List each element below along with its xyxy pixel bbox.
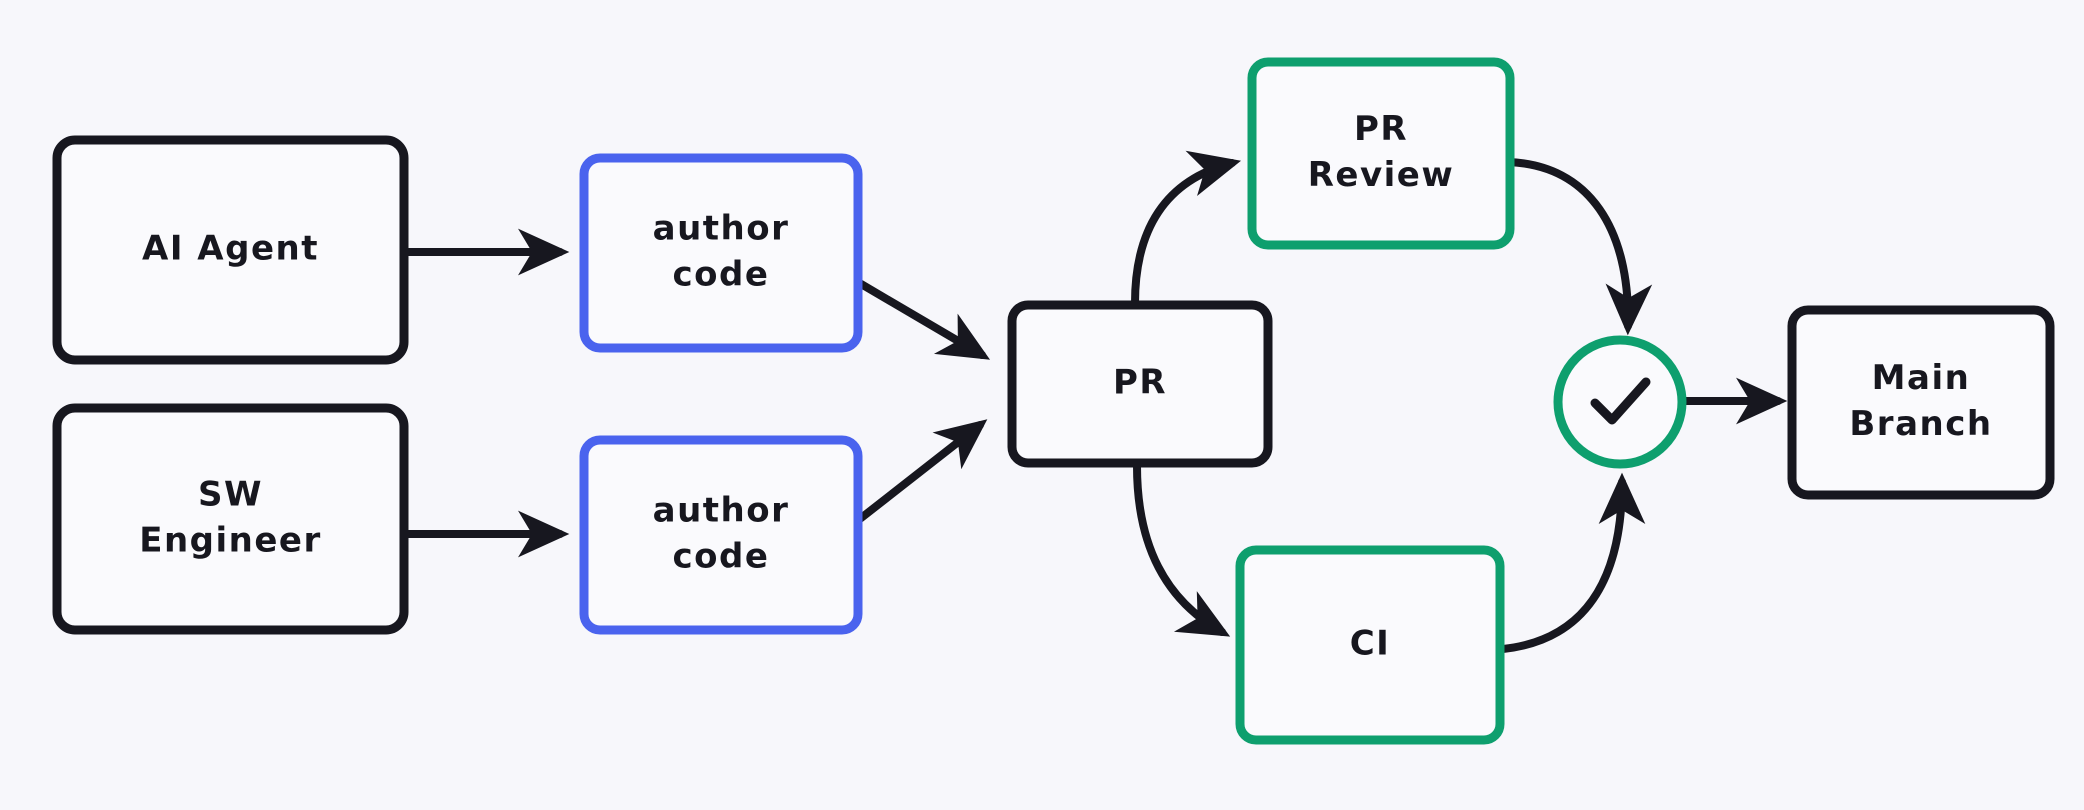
edge-author-code-bottom-to-pr bbox=[852, 419, 988, 526]
edge-author-code-top-to-pr bbox=[852, 277, 991, 360]
node-label-pr: PR bbox=[1113, 363, 1167, 403]
node-box-main-branch bbox=[1787, 305, 2055, 500]
node-author-code-top[interactable]: author code bbox=[579, 153, 863, 353]
node-label-author-code-top: code bbox=[673, 255, 770, 295]
edge-pr-to-pr-review bbox=[1131, 150, 1242, 307]
node-label-main-branch: Main bbox=[1872, 358, 1971, 398]
edge-pr-to-ci bbox=[1133, 462, 1231, 637]
node-box-author-code-top bbox=[579, 153, 863, 353]
edges-layer bbox=[404, 150, 1788, 653]
node-merge-check[interactable] bbox=[1553, 335, 1687, 469]
node-box-pr-review bbox=[1247, 57, 1515, 250]
edge-ci-to-check bbox=[1499, 472, 1646, 653]
node-pr[interactable]: PR bbox=[1007, 300, 1273, 468]
node-box-author-code-bottom bbox=[579, 435, 863, 635]
node-label-author-code-top: author bbox=[653, 209, 790, 249]
check-mark-icon bbox=[1590, 377, 1651, 425]
node-label-sw-engineer: Engineer bbox=[139, 521, 322, 561]
node-label-author-code-bottom: author bbox=[653, 491, 790, 531]
node-label-main-branch: Branch bbox=[1849, 404, 1992, 444]
node-pr-review[interactable]: PR Review bbox=[1247, 57, 1515, 250]
node-ci[interactable]: CI bbox=[1235, 545, 1505, 745]
node-box-ai-agent bbox=[52, 135, 409, 365]
node-label-pr-review: PR bbox=[1354, 109, 1408, 149]
node-author-code-bottom[interactable]: author code bbox=[579, 435, 863, 635]
node-label-ai-agent: AI Agent bbox=[142, 229, 319, 269]
node-label-author-code-bottom: code bbox=[673, 537, 770, 577]
node-ai-agent[interactable]: AI Agent bbox=[52, 135, 409, 365]
node-box-ci bbox=[1235, 545, 1505, 745]
node-label-pr-review: Review bbox=[1308, 155, 1455, 195]
merge-check-circle bbox=[1553, 335, 1687, 469]
node-label-sw-engineer: SW bbox=[198, 475, 263, 515]
node-sw-engineer[interactable]: SW Engineer bbox=[52, 403, 409, 635]
node-box-pr bbox=[1007, 300, 1273, 468]
node-label-ci: CI bbox=[1350, 624, 1391, 664]
nodes-layer: AI AgentSWEngineerauthorcodeauthorcodePR… bbox=[52, 57, 2055, 745]
node-box-sw-engineer bbox=[52, 403, 409, 635]
edge-pr-review-to-check bbox=[1504, 158, 1653, 336]
check-node-layer bbox=[1553, 335, 1687, 469]
